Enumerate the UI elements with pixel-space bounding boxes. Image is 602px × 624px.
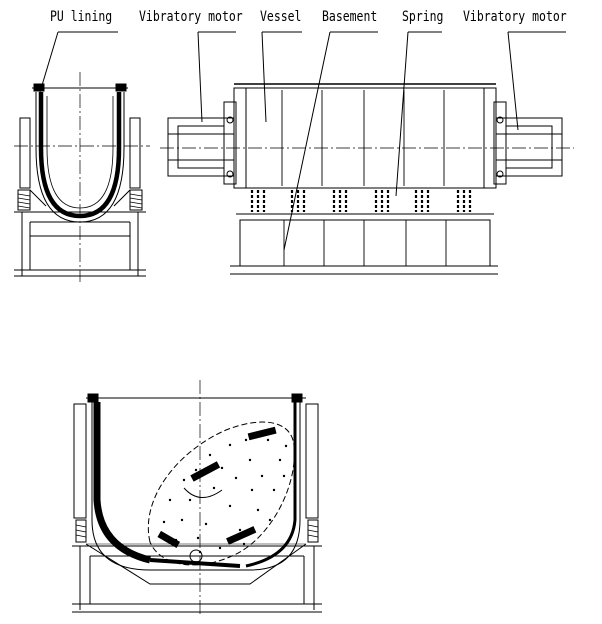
leader-lines [39, 31, 566, 251]
side-view-sections [281, 90, 445, 186]
end-view-inner-line [46, 96, 114, 209]
side-view-basement-posts [283, 220, 447, 266]
side-view-left-motor-plate [223, 101, 237, 185]
end-view-rim-left [33, 83, 45, 92]
section-left-spring [75, 519, 87, 543]
side-view-right-motor-plate [493, 101, 507, 185]
section-media-mass [147, 421, 295, 566]
label-vibratory-motor-left: Vibratory motor [139, 9, 243, 25]
section-media-particles [162, 438, 288, 554]
leader-motor-right [507, 31, 519, 131]
section-shell-outer [91, 402, 301, 571]
side-view [160, 83, 574, 275]
leader-basement [283, 31, 331, 251]
section-cradle [85, 543, 307, 585]
side-view-left-bolt-1 [226, 116, 234, 124]
leader-motor-left [197, 31, 203, 123]
side-view-left-bolt-2 [226, 170, 234, 178]
side-view-right-motor [495, 117, 563, 177]
end-view-right-support [129, 117, 141, 189]
section-pu-lining-right [245, 402, 297, 568]
label-basement: Basement [322, 9, 378, 25]
leader-spring [395, 31, 409, 197]
end-view-right-brace [113, 189, 131, 207]
end-view-left-brace [29, 189, 47, 207]
label-spring: Spring [402, 9, 444, 25]
leader-pu-lining [39, 31, 59, 93]
label-vessel: Vessel [260, 9, 302, 25]
side-view-left-motor [167, 117, 235, 177]
section-rim-right [291, 393, 303, 403]
side-view-left-motor-body [177, 125, 225, 169]
cross-section-view [72, 380, 322, 614]
section-right-spring [307, 519, 319, 543]
section-flow-arc [183, 487, 223, 498]
section-pu-lining-bottom [149, 558, 241, 568]
side-view-vessel [233, 87, 497, 189]
section-pu-lining-left [93, 402, 151, 564]
leader-vessel [261, 31, 267, 123]
section-right-support [305, 403, 319, 519]
label-pu-lining: PU lining [50, 9, 113, 25]
end-view [14, 72, 150, 282]
side-view-springs [250, 190, 472, 212]
side-view-right-bolt-2 [496, 170, 504, 178]
label-vibratory-motor-right: Vibratory motor [463, 9, 567, 25]
end-view-left-support [19, 117, 31, 189]
side-view-basement [239, 219, 491, 267]
section-workpieces [157, 426, 277, 548]
section-left-support [73, 403, 87, 519]
side-view-right-motor-body [505, 125, 553, 169]
section-rim-left [87, 393, 99, 403]
end-view-pu-lining [38, 92, 122, 219]
end-view-rim-right [115, 83, 127, 92]
side-view-right-bolt-1 [496, 116, 504, 124]
